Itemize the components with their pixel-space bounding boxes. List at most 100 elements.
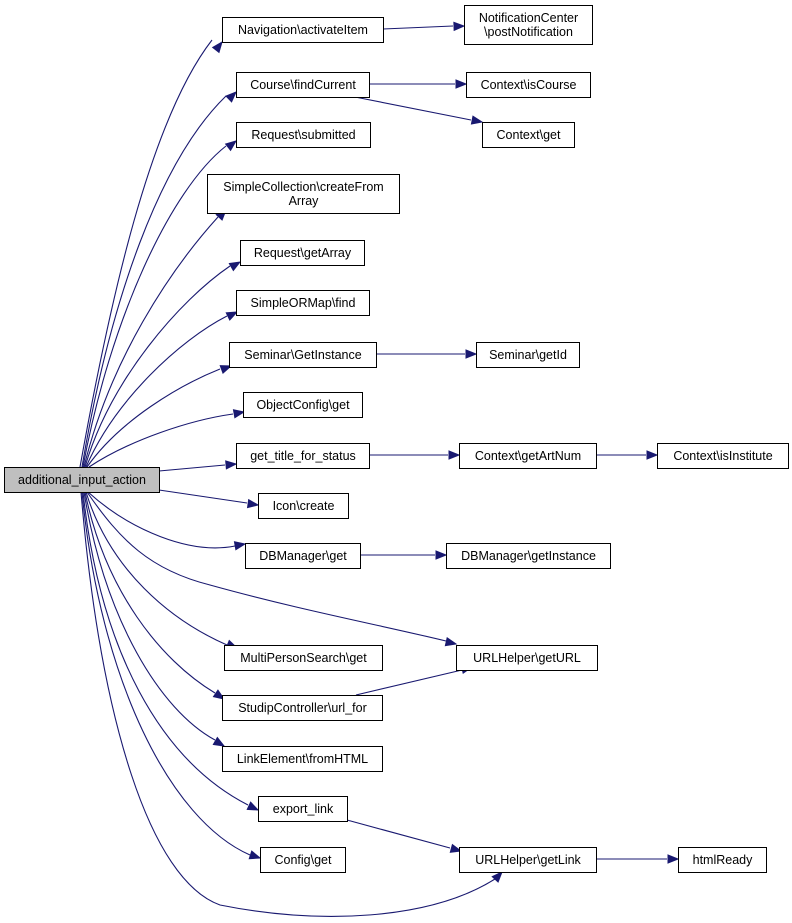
node-course-find[interactable]: Course\findCurrent (236, 72, 370, 98)
node-box (260, 847, 346, 873)
node-box (466, 72, 591, 98)
edge-root-export (82, 491, 249, 806)
arrowhead-nav-notif (453, 21, 466, 32)
node-box (678, 847, 767, 873)
edge-root-course (81, 95, 227, 468)
arrowhead-root-config (248, 850, 262, 860)
node-box (224, 645, 383, 671)
node-label: DBManager\getInstance (461, 549, 596, 563)
node-box (459, 847, 597, 873)
arrowhead-root-course (225, 91, 237, 103)
node-dbm-getinst[interactable]: DBManager\getInstance (446, 543, 611, 569)
arrowhead-root-title (225, 460, 238, 470)
node-urlh-geturl[interactable]: URLHelper\getURL (456, 645, 598, 671)
node-box (446, 543, 611, 569)
node-mps-get[interactable]: MultiPersonSearch\get (224, 645, 383, 671)
edge-root-req-sub (82, 145, 227, 468)
node-config-get[interactable]: Config\get (260, 847, 346, 873)
edge-root-studip (84, 491, 216, 694)
node-box (657, 443, 789, 469)
edge-root-link (83, 491, 216, 741)
node-label: Navigation\activateItem (238, 23, 368, 37)
node-box (4, 467, 160, 493)
node-label: Course\findCurrent (250, 78, 356, 92)
node-label: SimpleORMap\find (251, 296, 356, 310)
arrowhead-course-iscourse (455, 79, 468, 89)
node-ctx-get[interactable]: Context\get (482, 122, 575, 148)
node-label: Context\getArtNum (475, 449, 581, 463)
edge-studip-geturl (355, 669, 463, 696)
node-label: export_link (273, 802, 334, 816)
node-link-fromhtml[interactable]: LinkElement\fromHTML (222, 746, 383, 772)
node-studip-urlfor[interactable]: StudipController\url_for (222, 695, 383, 721)
node-box (222, 746, 383, 772)
node-title-status[interactable]: get_title_for_status (236, 443, 370, 469)
node-simpleorm-find[interactable]: SimpleORMap\find (236, 290, 370, 316)
node-root[interactable]: additional_input_action (4, 467, 160, 493)
node-req-submitted[interactable]: Request\submitted (236, 122, 371, 148)
edge-export-getlink (346, 819, 451, 849)
node-label: SimpleCollection\createFrom (223, 180, 383, 194)
node-label: MultiPersonSearch\get (240, 651, 367, 665)
node-urlh-getlink[interactable]: URLHelper\getLink (459, 847, 597, 873)
node-objcfg-get[interactable]: ObjectConfig\get (243, 392, 363, 418)
node-htmlready[interactable]: htmlReady (678, 847, 767, 873)
edge-root-nav (79, 39, 213, 468)
node-box (459, 443, 597, 469)
node-dbm-get[interactable]: DBManager\get (245, 543, 361, 569)
node-box (222, 695, 383, 721)
node-label: URLHelper\getURL (473, 651, 581, 665)
node-label: Array (289, 194, 320, 208)
node-box (236, 443, 370, 469)
node-export-link[interactable]: export_link (258, 796, 348, 822)
call-edges (79, 21, 680, 917)
node-label: Seminar\getId (489, 348, 567, 362)
node-label: NotificationCenter (479, 11, 578, 25)
node-label: additional_input_action (18, 473, 146, 487)
arrowhead-root-dbm (233, 541, 247, 551)
node-ctx-isinst[interactable]: Context\isInstitute (657, 443, 789, 469)
arrowhead-root-orm (225, 311, 239, 321)
node-label: URLHelper\getLink (475, 853, 581, 867)
arrowhead-root-sem (219, 365, 233, 375)
node-box (243, 392, 363, 418)
node-box (222, 17, 384, 43)
edge-root-urlgeturl (86, 491, 447, 642)
arrowhead-root-link (212, 736, 226, 747)
node-icon-create[interactable]: Icon\create (258, 493, 349, 519)
node-label: Seminar\GetInstance (244, 348, 361, 362)
arrowhead-sem-getid (465, 349, 478, 359)
node-label: StudipController\url_for (238, 701, 367, 715)
node-ctx-iscourse[interactable]: Context\isCourse (466, 72, 591, 98)
node-notif-post[interactable]: NotificationCenter\postNotification (464, 5, 593, 45)
node-label: LinkElement\fromHTML (237, 752, 368, 766)
arrowhead-dbm-getinst (435, 550, 448, 560)
arrowhead-artnum-isinst (646, 450, 659, 460)
node-box (482, 122, 575, 148)
call-nodes: additional_input_action Navigation\activa… (4, 5, 789, 873)
node-req-getarray[interactable]: Request\getArray (240, 240, 365, 266)
node-box (236, 72, 370, 98)
node-box (240, 240, 365, 266)
edge-root-config (81, 491, 251, 856)
arrowhead-title-artnum (448, 450, 461, 460)
edge-root-dbm (87, 491, 236, 549)
node-label: htmlReady (693, 853, 753, 867)
node-label: Config\get (275, 853, 333, 867)
node-box (207, 174, 400, 214)
node-box (476, 342, 580, 368)
node-label: ObjectConfig\get (256, 398, 350, 412)
edge-root-objcfg (88, 413, 234, 468)
node-sem-getinst[interactable]: Seminar\GetInstance (229, 342, 377, 368)
edge-root-req-arr (84, 265, 231, 468)
node-ctx-artnum[interactable]: Context\getArtNum (459, 443, 597, 469)
node-sem-getid[interactable]: Seminar\getId (476, 342, 580, 368)
arrowhead-root-nav (211, 40, 223, 54)
node-label: Icon\create (273, 499, 335, 513)
node-nav-activate[interactable]: Navigation\activateItem (222, 17, 384, 43)
arrowhead-root-req-arr (228, 261, 242, 272)
edge-root-title (158, 464, 226, 472)
arrowhead-root-req-sub (224, 140, 238, 152)
